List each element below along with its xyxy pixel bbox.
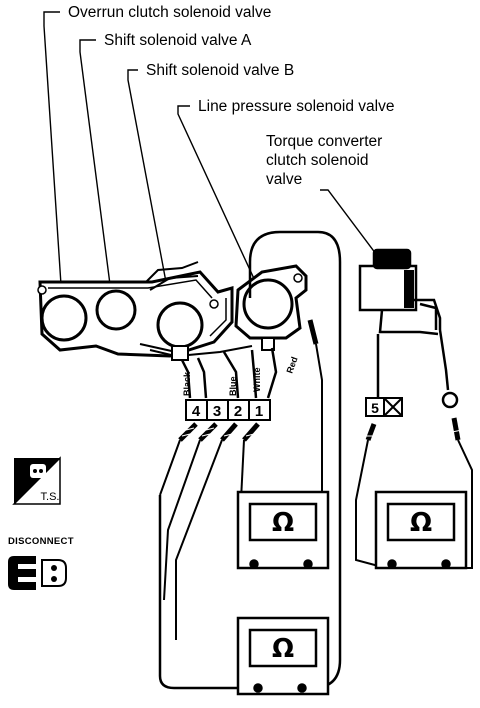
callout-shift-a: Shift solenoid valve A	[104, 32, 252, 49]
probe-4	[178, 422, 198, 442]
callout-overrun-clutch: Overrun clutch solenoid valve	[68, 4, 272, 21]
tcc-ground-wire	[438, 329, 450, 391]
wire-black-2	[196, 357, 208, 399]
callout-tcc-line-3: valve	[266, 171, 303, 188]
harness-clip	[171, 345, 189, 361]
callout-shift-b: Shift solenoid valve B	[146, 62, 295, 79]
tcc-shading	[404, 270, 414, 308]
leader-line-pressure	[177, 105, 263, 297]
test-lead-loop	[158, 230, 342, 690]
lead-5	[355, 439, 387, 569]
wire-label-white: White	[252, 368, 262, 393]
tcc-cap	[372, 248, 412, 270]
ground-eyelet	[441, 391, 459, 409]
terminal-5-block	[365, 397, 403, 417]
tcc-solenoid	[358, 248, 459, 409]
terminal-block	[185, 399, 271, 421]
leader-shift-b	[127, 69, 173, 315]
probe-5	[365, 423, 377, 441]
test-probes	[159, 319, 473, 640]
probe-red	[307, 319, 319, 345]
probe-3	[198, 422, 218, 442]
lead-4	[159, 439, 181, 496]
probe-1	[242, 422, 260, 442]
wire-label-blue: Blue	[228, 376, 238, 396]
lead-3	[163, 439, 201, 601]
callout-torque-converter: Torque converter clutch solenoid valve	[266, 132, 382, 189]
ohm-symbol-2: Ω	[410, 508, 432, 538]
terminal-4: 4	[192, 403, 201, 420]
disconnect-label: DISCONNECT	[8, 536, 74, 547]
shift-solenoid-a	[95, 289, 137, 331]
solenoid-assembly	[37, 261, 308, 361]
wire-white	[250, 349, 258, 399]
terminal-2: 2	[234, 403, 242, 420]
mount-hole-left	[37, 285, 47, 295]
wire-label-black: Black	[182, 371, 192, 396]
probe-ground	[451, 417, 461, 441]
leader-overrun	[43, 11, 63, 301]
leader-tcc	[320, 189, 383, 263]
connector-wires	[180, 347, 278, 399]
probe-2	[220, 422, 238, 442]
ts-icon	[12, 456, 61, 505]
bracket-hole	[293, 273, 303, 283]
tcc-lead	[414, 298, 442, 330]
probe-hatching	[181, 427, 463, 437]
tcc-wire-to-5	[376, 309, 439, 398]
disconnect-icon	[8, 556, 67, 590]
terminal-3: 3	[213, 403, 221, 420]
callout-tcc-line-1: Torque converter	[266, 133, 383, 150]
wire-black	[180, 359, 192, 399]
callout-tcc-line-2: clutch solenoid	[266, 152, 369, 169]
terminal-5: 5	[371, 400, 379, 416]
ts-icon-label: T.S.	[41, 491, 60, 503]
ohm-symbol-3: Ω	[272, 634, 294, 664]
overrun-clutch-solenoid	[40, 294, 88, 342]
terminal-1: 1	[255, 403, 263, 420]
line-pressure-solenoid	[242, 278, 294, 330]
callout-line-pressure: Line pressure solenoid valve	[198, 98, 395, 115]
assembly-inner-edge	[48, 279, 227, 337]
ohmmeter-2	[374, 490, 468, 570]
lead-2	[175, 439, 223, 640]
shift-solenoid-b	[156, 301, 204, 349]
leader-lines	[43, 11, 383, 315]
harness-bundle	[139, 261, 253, 359]
mount-hole-right	[209, 299, 219, 309]
wire-blue	[222, 351, 240, 399]
ohmmeter-3	[236, 616, 330, 696]
wire-red	[266, 347, 278, 399]
harness-clip-2	[261, 337, 275, 351]
ohm-symbol-1: Ω	[272, 508, 294, 538]
ohmmeter-1	[236, 490, 330, 570]
wire-label-red: Red	[284, 355, 299, 374]
leader-shift-a	[79, 39, 113, 301]
